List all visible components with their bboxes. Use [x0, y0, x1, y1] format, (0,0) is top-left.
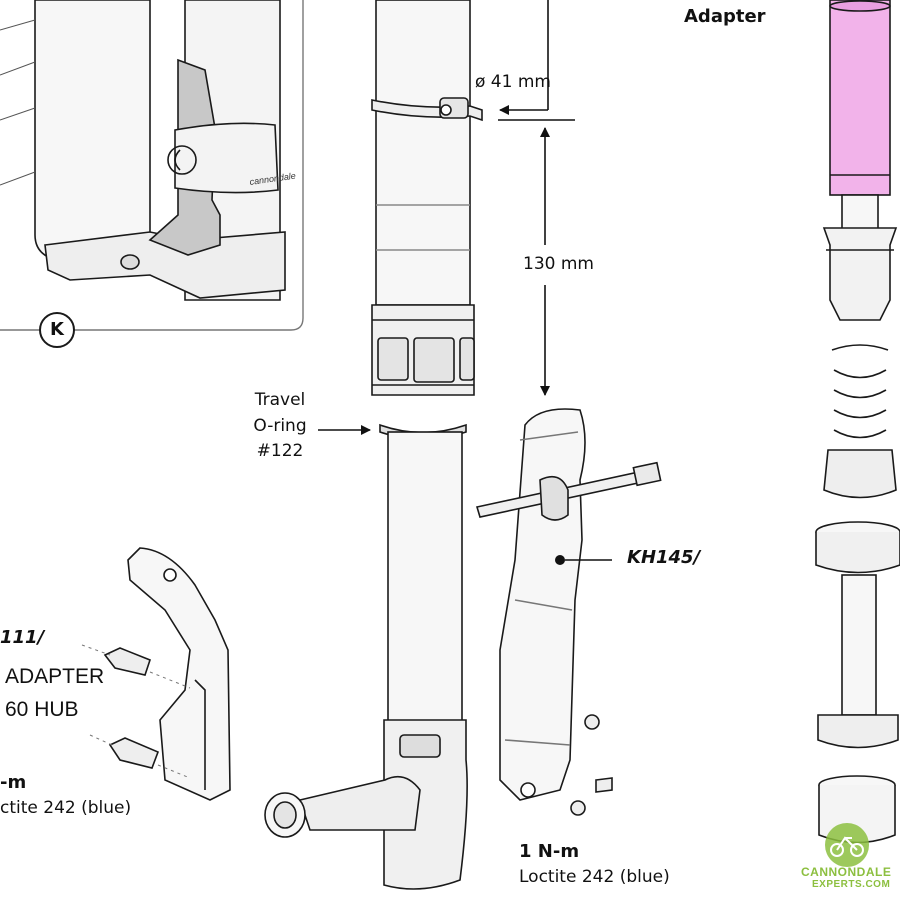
brake-adapter-bracket [103, 547, 231, 801]
left-adapter-line2: 60 HUB [5, 698, 79, 721]
watermark-line2: EXPERTS.COM [812, 879, 891, 890]
left-adapter-line1: ADAPTER [5, 665, 105, 688]
detail-k-letter: K [50, 319, 64, 340]
bolt-leader-upper [81, 644, 111, 656]
bottom-loctite-label: Loctite 242 (blue) [519, 867, 670, 887]
bolt-leader-lower [89, 734, 113, 746]
detail-k-inset: cannondale [0, 0, 304, 331]
bicycle-icon [830, 836, 864, 857]
part-left-label: 111/ [0, 627, 45, 648]
travel-oring-line3: #122 [256, 441, 304, 461]
bolt-leader-lower-b [157, 764, 191, 779]
length-label: 130 mm [523, 254, 594, 274]
travel-oring-line1: Travel [254, 390, 306, 410]
adapter-label: Adapter [684, 6, 766, 27]
watermark-line1: CANNONDALE [801, 865, 892, 879]
fork-guard-kh145 [475, 408, 662, 816]
kh145-callout-dot [555, 555, 565, 565]
detail-k-badge [39, 312, 75, 348]
left-torque-label: -m [0, 772, 27, 793]
bottom-torque-label: 1 N-m [519, 841, 580, 862]
left-loctite-label: ctite 242 (blue) [0, 798, 132, 818]
cannondale-experts-logo [825, 823, 869, 867]
fork-leg-assembly [264, 0, 483, 890]
part-kh145-label: KH145/ [627, 547, 701, 568]
internals-column [815, 0, 900, 844]
bolt-leader-upper-b [149, 671, 191, 689]
diameter-label: ø 41 mm [475, 72, 551, 92]
travel-oring-line2: O-ring [253, 416, 307, 436]
